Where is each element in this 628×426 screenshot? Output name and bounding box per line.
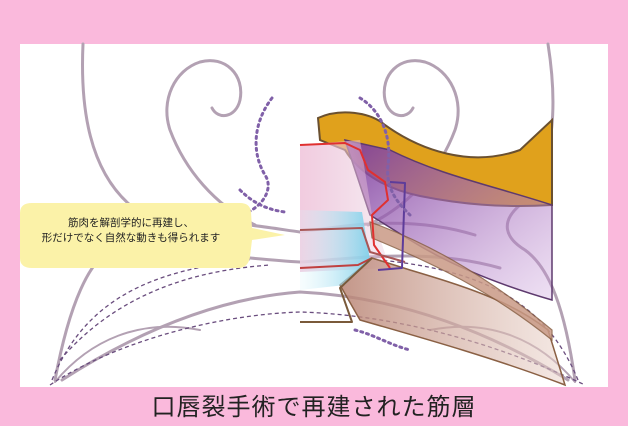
- callout-line-1: 筋肉を解剖学的に再建し、: [68, 217, 194, 229]
- muscle-brown-band: [369, 221, 553, 342]
- callout-bubble: [20, 203, 285, 268]
- callout-text: 筋肉を解剖学的に再建し、 形だけでなく自然な動きも得られます: [0, 216, 262, 246]
- callout-line-2: 形だけでなく自然な動きも得られます: [41, 232, 221, 244]
- diagram-caption: 口唇裂手術で再建された筋層: [151, 393, 477, 421]
- repair-lines: [299, 142, 406, 323]
- muscle-layers: [300, 111, 567, 387]
- muscle-brown-layer: [339, 257, 567, 387]
- dotted-lines: [238, 96, 412, 352]
